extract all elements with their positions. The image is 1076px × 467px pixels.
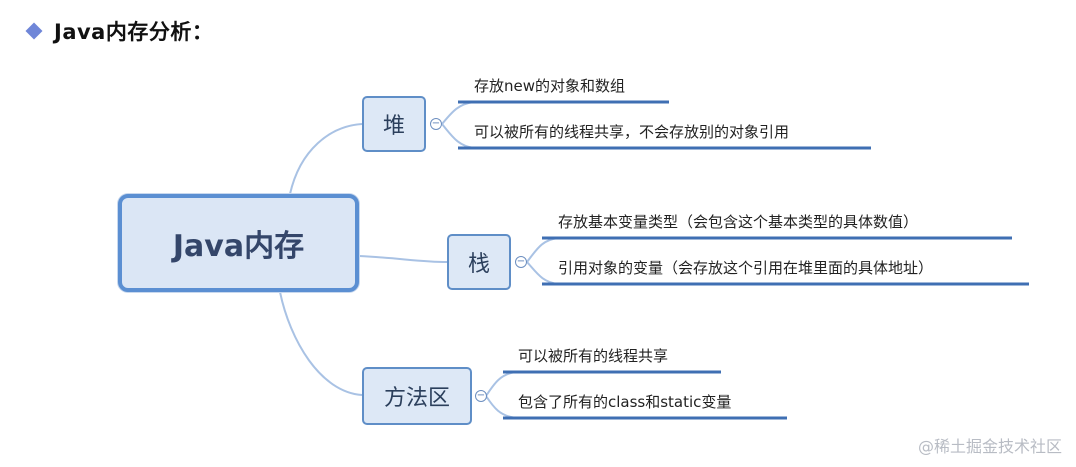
leaf-heap-1: 存放new的对象和数组: [474, 77, 626, 95]
connector-method-leaf-1: [485, 371, 517, 397]
watermark: @稀土掘金技术社区: [917, 437, 1062, 456]
connector-root-method: [279, 291, 363, 396]
branch-node-stack: 栈: [447, 234, 511, 290]
branch-node-method-area: 方法区: [362, 367, 472, 425]
root-node: Java内存: [118, 194, 359, 292]
connector-root-stack: [358, 255, 448, 263]
leaf-method-1: 可以被所有的线程共享: [518, 347, 669, 365]
connector-stack-leaf-1: [526, 237, 559, 263]
connector-heap-leaf-1: [441, 101, 475, 125]
collapse-toggle-icon[interactable]: −: [430, 118, 442, 130]
collapse-toggle-icon[interactable]: −: [475, 390, 487, 402]
connector-root-heap: [289, 123, 363, 195]
connector-method-leaf-2: [485, 395, 517, 419]
section-heading: Java内存分析：: [24, 14, 213, 48]
connector-heap-leaf-2: [441, 123, 475, 149]
connector-stack-leaf-2: [526, 261, 559, 285]
leaf-heap-2: 可以被所有的线程共享，不会存放别的对象引用: [474, 123, 790, 141]
leaf-stack-1: 存放基本变量类型（会包含这个基本类型的具体数值）: [558, 213, 919, 231]
heading-title: Java内存分析：: [54, 20, 214, 44]
leaf-method-2: 包含了所有的class和static变量: [518, 393, 732, 411]
branch-node-heap: 堆: [362, 96, 426, 152]
collapse-toggle-icon[interactable]: −: [515, 256, 527, 268]
leaf-stack-2: 引用对象的变量（会存放这个引用在堆里面的具体地址）: [558, 259, 934, 277]
